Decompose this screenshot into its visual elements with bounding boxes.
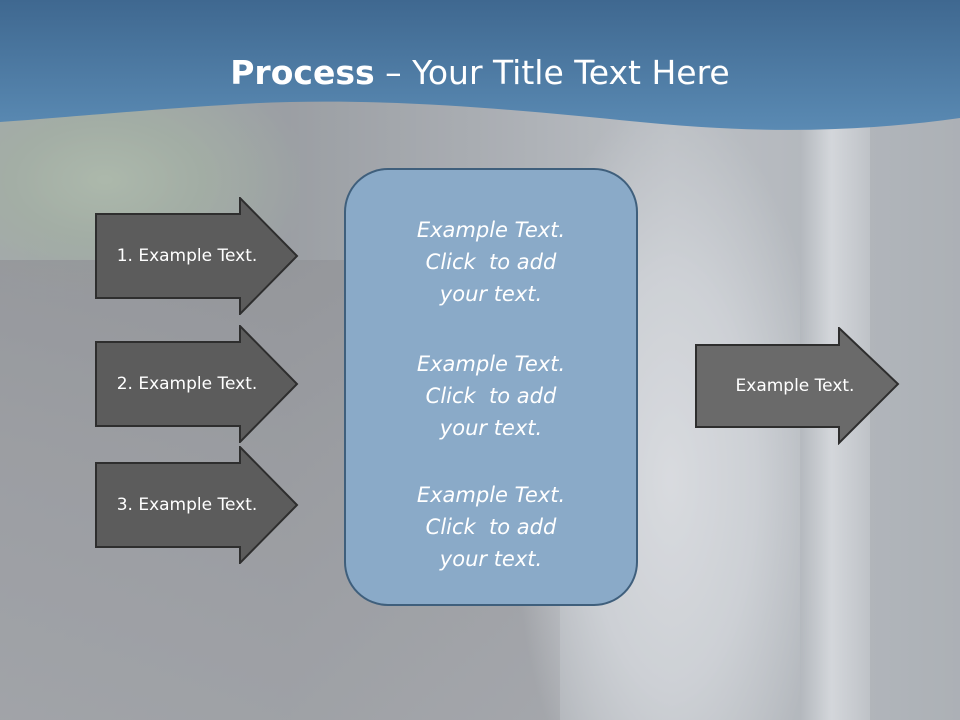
center-text-block-2: Example Text. Click to add your text. [346, 348, 636, 444]
block-3-line-2: Click to add [425, 515, 557, 539]
arrow-shape [95, 197, 299, 315]
block-2-line-3: your text. [439, 416, 543, 440]
block-2-line-2: Click to add [425, 384, 557, 408]
right-arrow[interactable]: Example Text. [695, 327, 900, 445]
left-arrow-1[interactable]: 1. Example Text. [95, 197, 299, 315]
title-banner: Process – Your Title Text Here [0, 0, 960, 140]
title-banner-wave [0, 0, 960, 130]
slide-title[interactable]: Process – Your Title Text Here [0, 50, 960, 96]
block-1-line-3: your text. [439, 282, 543, 306]
block-1-line-1: Example Text. [416, 218, 566, 242]
center-text-block-1: Example Text. Click to add your text. [346, 214, 636, 310]
title-bold: Process [230, 53, 375, 92]
block-3-line-3: your text. [439, 547, 543, 571]
left-arrow-2-label: 2. Example Text. [116, 374, 258, 394]
left-arrow-2[interactable]: 2. Example Text. [95, 325, 299, 443]
right-arrow-label: Example Text. [735, 376, 855, 396]
left-arrow-3[interactable]: 3. Example Text. [95, 446, 299, 564]
left-arrow-1-label: 1. Example Text. [116, 246, 258, 266]
title-rest: – Your Title Text Here [374, 53, 730, 92]
block-3-line-1: Example Text. [416, 483, 566, 507]
arrow-shape [95, 446, 299, 564]
center-text-block-3: Example Text. Click to add your text. [346, 479, 636, 575]
arrow-shape [95, 325, 299, 443]
arrow-shape [695, 327, 900, 445]
block-2-line-1: Example Text. [416, 352, 566, 376]
left-arrow-3-label: 3. Example Text. [116, 495, 258, 515]
center-text-box[interactable]: Example Text. Click to add your text. Ex… [344, 168, 638, 606]
block-1-line-2: Click to add [425, 250, 557, 274]
